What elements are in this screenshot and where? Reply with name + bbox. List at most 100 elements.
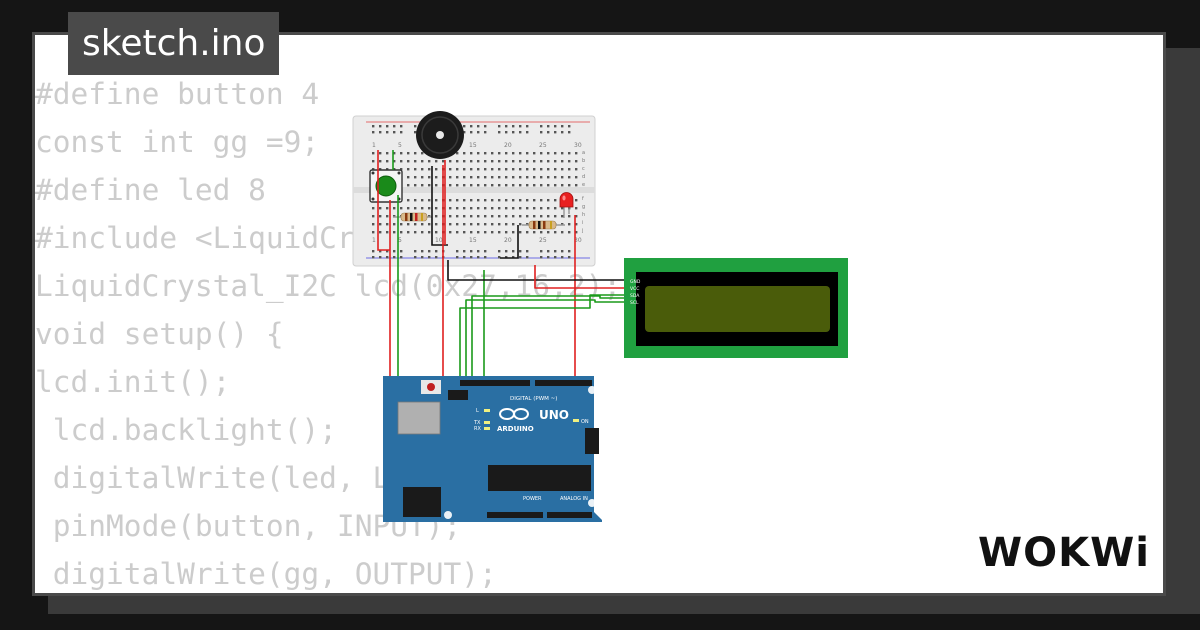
breadboard-hole (561, 176, 564, 179)
breadboard-hole (554, 199, 557, 202)
breadboard-hole (421, 152, 424, 155)
breadboard-hole (463, 131, 466, 134)
breadboard-hole (421, 223, 424, 226)
breadboard-hole (372, 231, 375, 234)
lcd-pin-label: SDA (630, 293, 640, 299)
breadboard-hole (400, 231, 403, 234)
breadboard-hole (428, 223, 431, 226)
breadboard-hole (498, 199, 501, 202)
breadboard-hole (554, 160, 557, 163)
code-line: lcd.init(); (35, 365, 231, 399)
breadboard-hole (484, 168, 487, 171)
lcd-display[interactable]: GND VCC SDA SCL (624, 258, 848, 358)
breadboard-hole (526, 207, 529, 210)
breadboard-hole (470, 256, 473, 259)
resistor[interactable] (393, 212, 432, 222)
arduino-uno[interactable]: L TX RX ON DIGITAL (PWM ~) UNO ARDUINO P… (383, 376, 602, 522)
breadboard-hole (393, 160, 396, 163)
breadboard-hole (414, 125, 417, 128)
breadboard-hole (414, 160, 417, 163)
breadboard-hole (414, 207, 417, 210)
breadboard-hole (386, 131, 389, 134)
breadboard-hole (505, 215, 508, 218)
code-line: LiquidCrystal_I2C lcd(0x27,16,2); (35, 269, 622, 303)
breadboard-hole (463, 152, 466, 155)
column-number: 20 (504, 237, 512, 244)
reset-button (427, 383, 435, 391)
breadboard-hole (554, 231, 557, 234)
file-tab-label: sketch.ino (82, 23, 266, 64)
breadboard-hole (400, 131, 403, 134)
breadboard-hole (470, 160, 473, 163)
breadboard-hole (519, 207, 522, 210)
breadboard-hole (519, 125, 522, 128)
breadboard-hole (512, 223, 515, 226)
digital-header (460, 380, 530, 386)
breadboard-hole (498, 256, 501, 259)
breadboard-hole (393, 131, 396, 134)
breadboard-hole (421, 176, 424, 179)
breadboard-hole (498, 131, 501, 134)
breadboard-hole (575, 215, 578, 218)
breadboard-hole (407, 184, 410, 187)
breadboard-hole (463, 199, 466, 202)
row-letter: h (582, 212, 585, 218)
breadboard-hole (498, 176, 501, 179)
led-red[interactable] (559, 192, 574, 219)
breadboard-hole (491, 184, 494, 187)
breadboard-hole (435, 215, 438, 218)
digital-header (535, 380, 592, 386)
breadboard-hole (463, 207, 466, 210)
breadboard-hole (484, 131, 487, 134)
breadboard-hole (491, 223, 494, 226)
lcd-pin-label: SCL (630, 300, 639, 306)
breadboard-hole (540, 184, 543, 187)
breadboard-hole (463, 160, 466, 163)
breadboard-hole (456, 231, 459, 234)
buzzer[interactable] (416, 111, 464, 159)
breadboard-hole (407, 223, 410, 226)
breadboard-hole (526, 215, 529, 218)
breadboard-hole (561, 184, 564, 187)
breadboard-hole (463, 176, 466, 179)
breadboard-hole (519, 168, 522, 171)
breadboard-hole (512, 152, 515, 155)
breadboard-hole (512, 250, 515, 253)
column-number: 10 (435, 237, 443, 244)
breadboard-hole (561, 125, 564, 128)
breadboard-hole (519, 215, 522, 218)
breadboard-hole (540, 176, 543, 179)
breadboard-hole (435, 160, 438, 163)
breadboard-hole (386, 223, 389, 226)
breadboard-hole (386, 256, 389, 259)
breadboard-hole (526, 168, 529, 171)
breadboard-hole (449, 160, 452, 163)
breadboard-hole (491, 168, 494, 171)
breadboard-hole (435, 184, 438, 187)
resistor[interactable] (522, 220, 565, 230)
breadboard-hole (533, 215, 536, 218)
breadboard-hole (512, 231, 515, 234)
breadboard-hole (477, 152, 480, 155)
row-letter: c (582, 166, 585, 172)
wokwi-logo: WOKWi (978, 530, 1149, 576)
breadboard-hole (533, 207, 536, 210)
breadboard-hole (379, 215, 382, 218)
breadboard-hole (512, 131, 515, 134)
breadboard-hole (421, 160, 424, 163)
breadboard-hole (512, 168, 515, 171)
breadboard-hole (561, 152, 564, 155)
breadboard-hole (491, 231, 494, 234)
breadboard-hole (372, 160, 375, 163)
breadboard-hole (477, 168, 480, 171)
breadboard-hole (505, 199, 508, 202)
breadboard-hole (547, 215, 550, 218)
breadboard-hole (547, 176, 550, 179)
breadboard-hole (463, 250, 466, 253)
breadboard-hole (428, 199, 431, 202)
breadboard-hole (554, 256, 557, 259)
breadboard-hole (470, 168, 473, 171)
breadboard-hole (505, 207, 508, 210)
breadboard-hole (456, 223, 459, 226)
breadboard-hole (435, 176, 438, 179)
